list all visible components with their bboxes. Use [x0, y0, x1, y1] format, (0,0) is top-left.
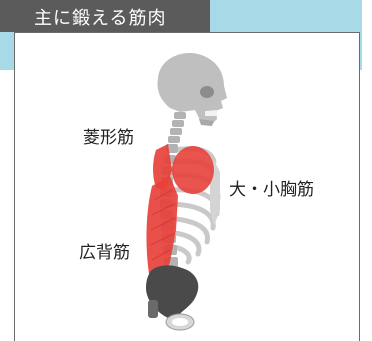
skull	[158, 53, 228, 126]
label-latissimus: 広背筋	[79, 238, 130, 263]
label-rhomboid: 菱形筋	[83, 123, 134, 148]
pectoralis-muscle	[172, 146, 214, 194]
pelvis	[146, 265, 198, 330]
label-pectoralis: 大・小胸筋	[229, 175, 314, 200]
cervical-spine	[168, 112, 186, 143]
